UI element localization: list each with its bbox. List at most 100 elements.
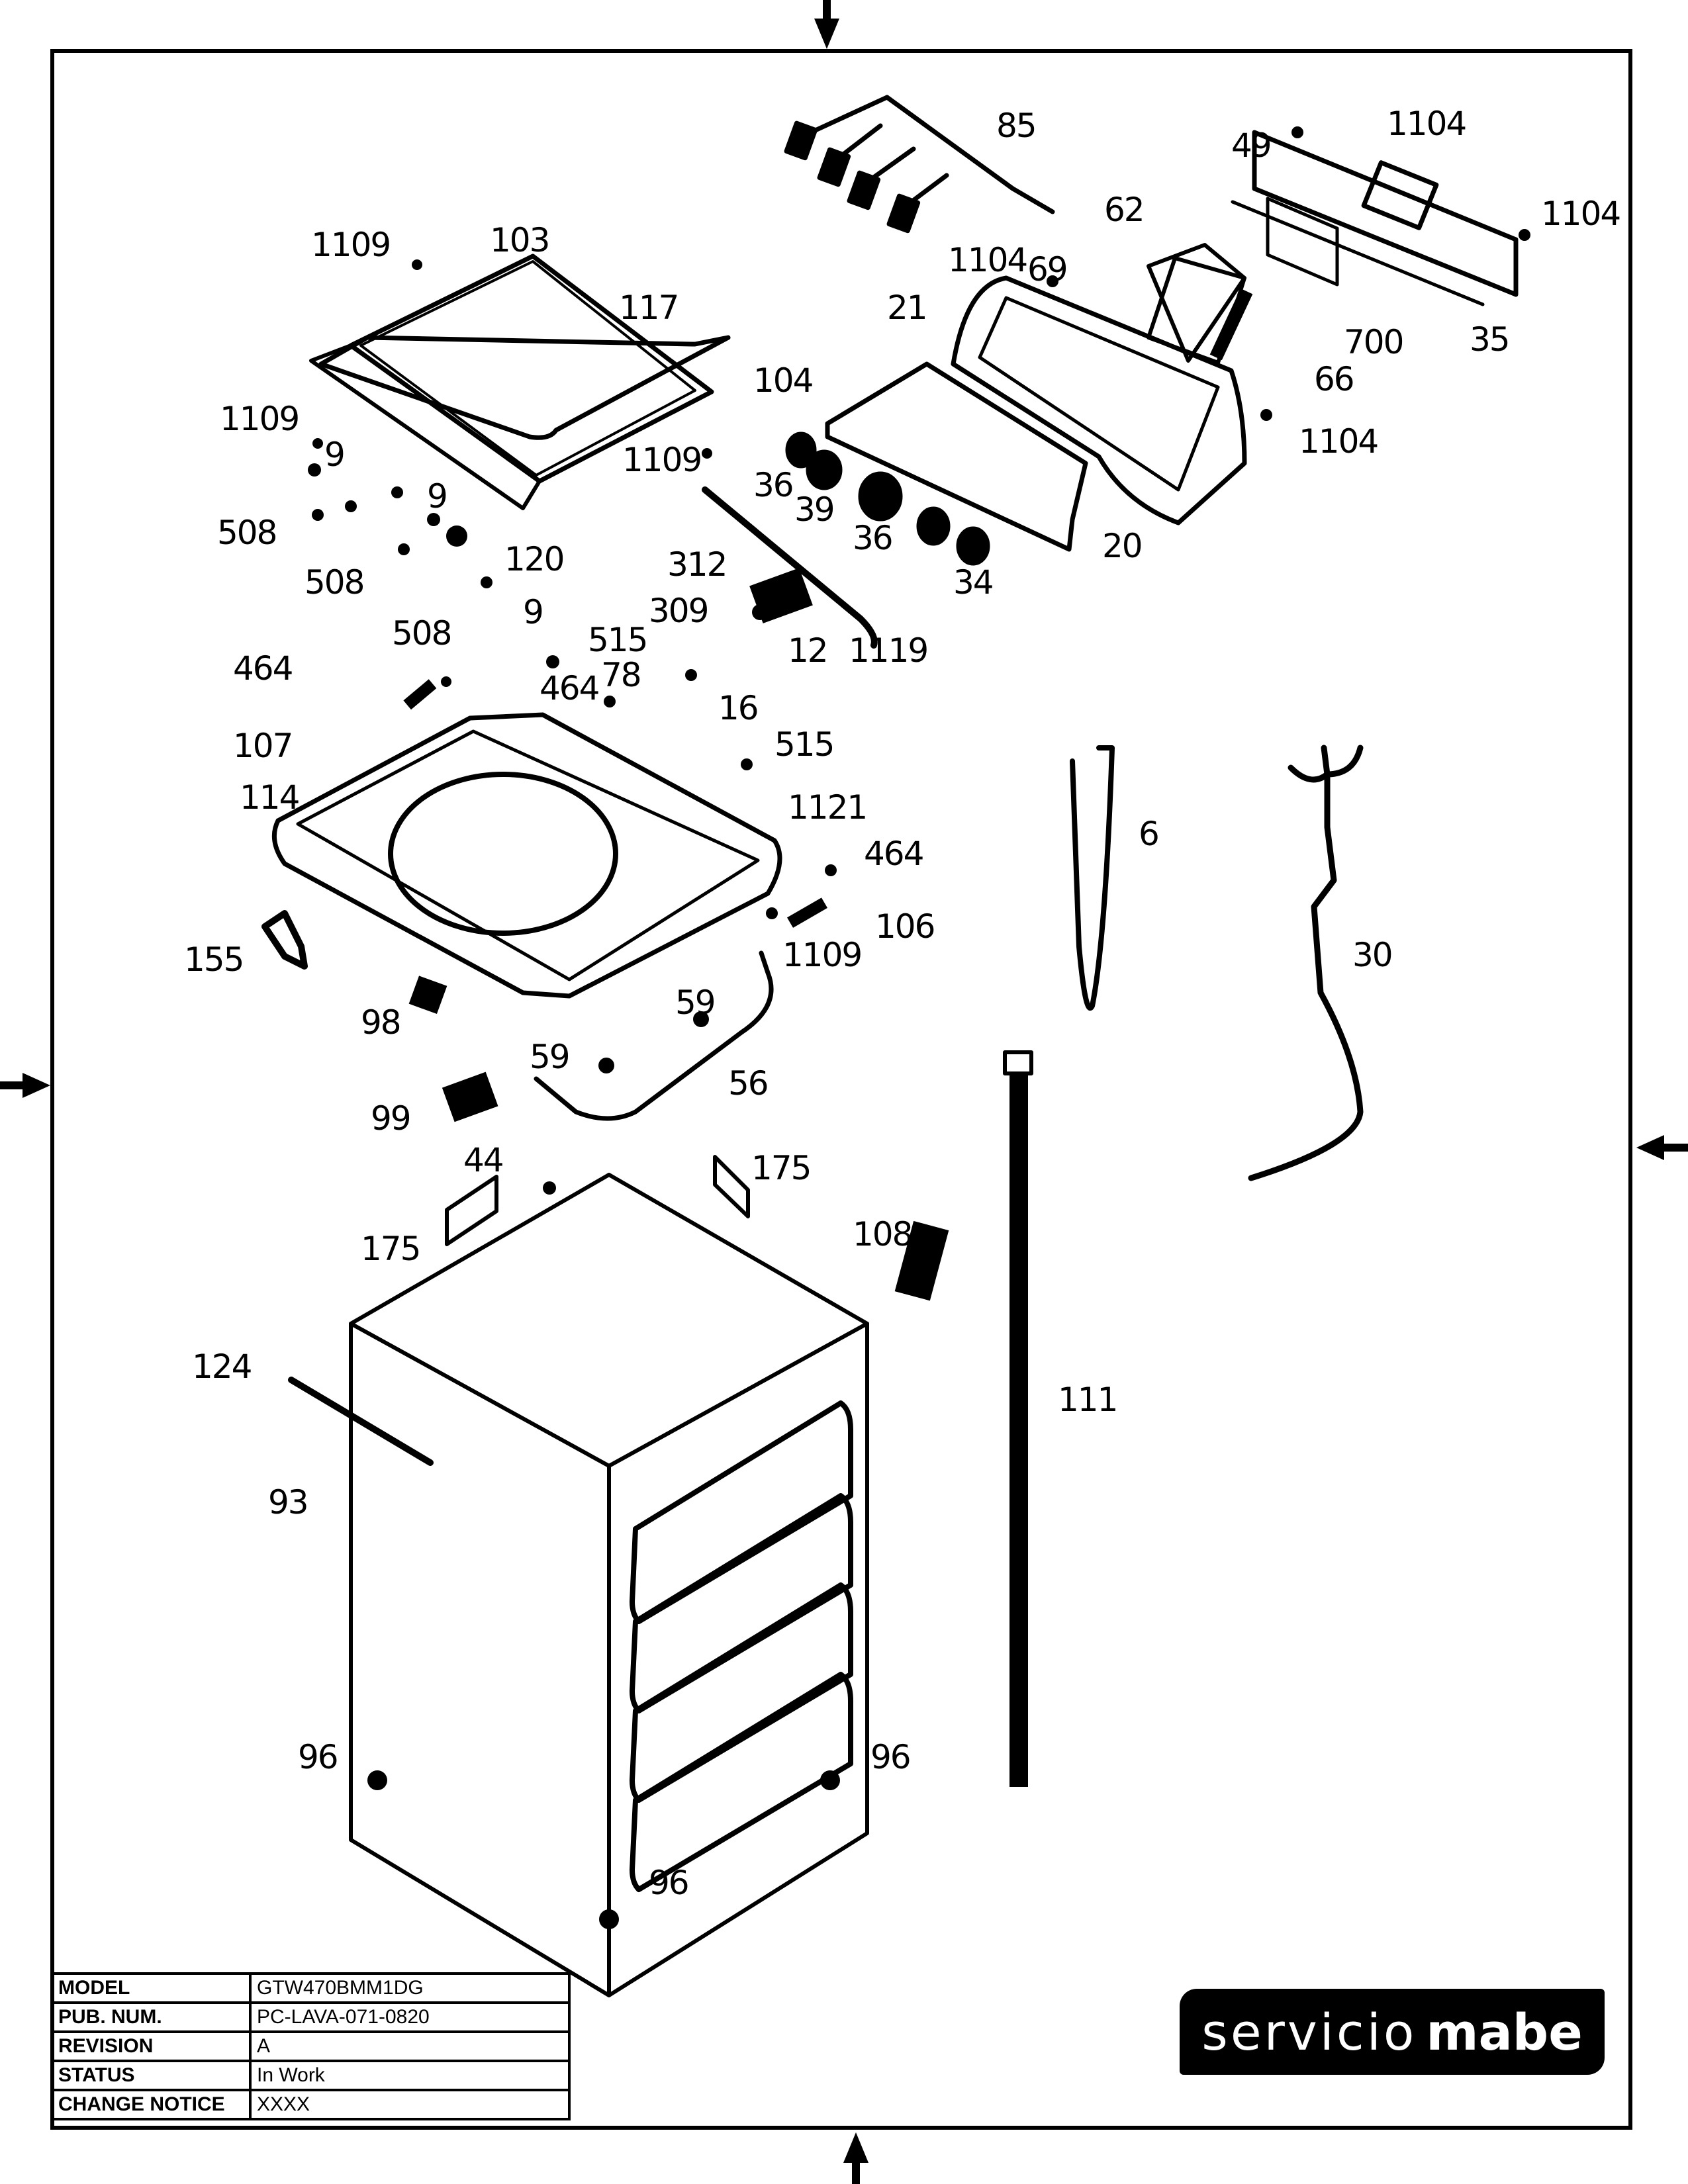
callout-screw: 1109 [220,400,300,438]
part-124-strip [288,1377,434,1466]
callout-screw: 1104 [948,241,1028,279]
callout-screw: 1104 [1541,195,1621,233]
callout-screw: 515 [588,621,648,659]
callout-connector: 99 [371,1099,412,1138]
callout-wire-harness: 30 [1352,936,1393,974]
callout-clip: 700 [1344,323,1404,361]
part-49-rear-cover [1231,130,1519,306]
callout-harness: 78 [601,656,642,694]
callout-hinge-bracket-right: 106 [875,907,935,946]
callout-screw: 1119 [849,631,929,670]
callout-knob: 36 [753,466,794,504]
callout-dispenser-part: 98 [361,1003,402,1042]
callout-screw: 1109 [311,226,391,264]
callout-screw: 9 [427,477,448,516]
brand-logo-bold: mabe [1426,2002,1583,2062]
callout-wire-harness-switches: 85 [996,107,1037,145]
drawing-border [50,49,1632,2130]
callout-lid-assembly: 117 [619,289,679,327]
callout-clip: 59 [530,1038,571,1076]
callout-clip: 59 [675,983,716,1022]
callout-screw: 1104 [1387,105,1467,143]
callout-bracket: 108 [853,1215,913,1253]
callout-leveling-leg: 96 [298,1738,339,1776]
callout-control-board: 69 [1027,250,1068,289]
callout-pressure-hose: 6 [1139,815,1160,853]
part-6-pressure-hose [1070,745,1115,1011]
callout-screw: 464 [864,835,924,873]
part-20-panel-front [825,361,1088,552]
callout-pad: 175 [751,1149,812,1187]
part-34-trim-rail [702,486,878,649]
callout-hinge-left: 103 [490,221,550,259]
callout-suspension-rod: 111 [1058,1381,1118,1419]
part-155-bumper [261,910,308,970]
registration-arrow-left [0,1073,50,1098]
callout-leveling-leg: 96 [870,1738,912,1776]
callout-screw: 1104 [1299,422,1379,461]
callout-screw: 16 [718,689,759,727]
part-175-pads [445,1155,750,1246]
callout-screw: 1121 [788,788,868,827]
callout-screw: 508 [392,614,452,653]
callout-top-cover: 114 [240,778,300,817]
brand-logo: servicio mabe [1180,1989,1605,2075]
callout-knob: 36 [853,519,894,557]
registration-arrow-top [814,0,839,49]
registration-arrow-right [1636,1135,1688,1160]
part-85-harness [784,95,1055,234]
part-30-wire-harness [1248,745,1364,1181]
callout-screw: 9 [324,435,346,474]
registration-arrow-bottom [843,2132,868,2184]
callout-leveling-leg: 96 [649,1864,690,1902]
callout-screw: 508 [305,563,365,602]
title-block-value: A [249,2030,571,2062]
callout-screw: 508 [217,514,277,552]
callout-screw: 464 [539,669,600,707]
callout-screw: 515 [774,725,835,764]
callout-selector-knob: 39 [794,490,835,529]
title-block-value: In Work [249,2060,571,2091]
callout-cabinet: 93 [268,1483,309,1522]
part-114-top-cover [271,712,782,999]
callout-screw: 464 [233,649,293,688]
title-block-key: CHANGE NOTICE [50,2089,252,2120]
callout-water-valve: 12 [788,631,829,670]
callout-bumper: 155 [184,940,244,979]
title-block-key: PUB. NUM. [50,2001,252,2033]
callout-trim-rail: 34 [953,563,994,602]
callout-screw: 9 [523,593,544,631]
callout-pad: 175 [361,1230,421,1268]
callout-trim-strip: 35 [1470,320,1511,359]
callout-sensor: 312 [667,545,727,584]
title-block-key: MODEL [50,1972,252,2004]
callout-backsplash-rear-cover: 49 [1231,126,1272,165]
callout-hose: 56 [728,1064,769,1103]
part-117-lid [309,253,731,510]
callout-strip: 124 [192,1347,252,1386]
control-knobs [785,432,990,566]
callout-screw: 1109 [782,936,863,974]
part-69-control-board [1147,243,1246,365]
callout-fastener: 44 [463,1141,504,1179]
title-block-value: GTW470BMM1DG [249,1972,571,2004]
callout-hinge-right: 104 [753,361,814,400]
title-block-value: XXXX [249,2089,571,2120]
fasteners [308,126,1530,1929]
callout-hose: 66 [1314,360,1355,398]
title-block-key: STATUS [50,2060,252,2091]
callout-bracket: 309 [649,592,709,630]
brand-logo-light: servicio [1201,2002,1417,2062]
title-block-value: PC-LAVA-071-0820 [249,2001,571,2033]
callout-hinge-bracket-left: 107 [233,727,293,765]
part-56-hose [534,950,774,1121]
title-block-key: REVISION [50,2030,252,2062]
callout-screw: 1109 [622,441,702,479]
callout-lid-switch: 120 [504,540,565,578]
title-block-row: PUB. NUM.PC-LAVA-071-0820 [50,2001,571,2033]
